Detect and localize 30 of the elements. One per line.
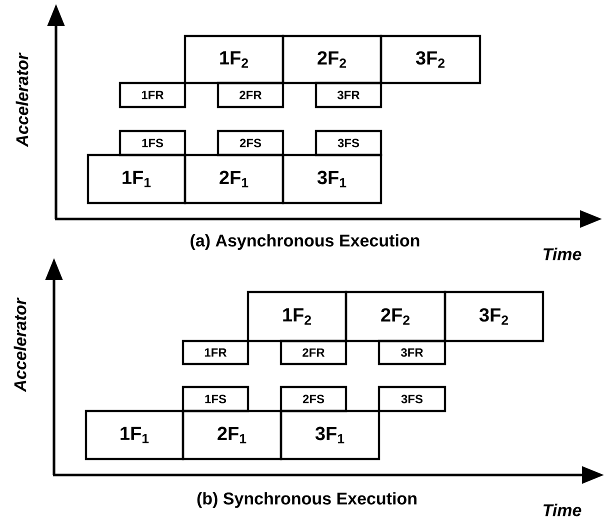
caption: (a) Asynchronous Execution (190, 234, 420, 250)
transfer-box: 2FR (216, 82, 284, 108)
task-box: 1F$_{2}$ (246, 290, 348, 342)
transfer-box: 3FS (378, 386, 446, 412)
transfer-box: 1FR (182, 340, 250, 366)
axis-label: Accelerator (14, 297, 26, 392)
axis-label: Time (544, 248, 582, 260)
task-box: 1F$_{1}$ (84, 410, 184, 460)
transfer-box: 3FR (314, 82, 382, 108)
task-box: 3F$_{2}$ (444, 290, 544, 342)
task-box: 2F$_{1}$ (184, 154, 284, 204)
transfer-box: 2FR (280, 340, 348, 366)
task-box: 1F$_{1}$ (86, 154, 186, 204)
task-box: 1F$_{2}$ (184, 34, 284, 84)
task-box: 2F$_{1}$ (182, 410, 282, 460)
transfer-box: 3FS (314, 130, 382, 156)
transfer-box: 3FR (378, 340, 446, 366)
caption: (b) Synchronous Execution (197, 492, 416, 508)
task-box: 2F$_{2}$ (282, 34, 382, 84)
transfer-box: 2FS (280, 386, 348, 412)
task-box: 3F$_{2}$ (380, 34, 482, 84)
transfer-box: 1FS (118, 130, 186, 156)
task-box: 2F$_{2}$ (344, 290, 446, 342)
transfer-box: 1FR (118, 82, 186, 108)
transfer-box: 2FS (216, 130, 284, 156)
transfer-box: 1FS (182, 386, 250, 412)
axis-label: Accelerator (16, 52, 28, 148)
axis-label: Time (544, 504, 582, 516)
task-box: 3F$_{1}$ (280, 410, 380, 460)
task-box: 3F$_{1}$ (282, 154, 382, 204)
